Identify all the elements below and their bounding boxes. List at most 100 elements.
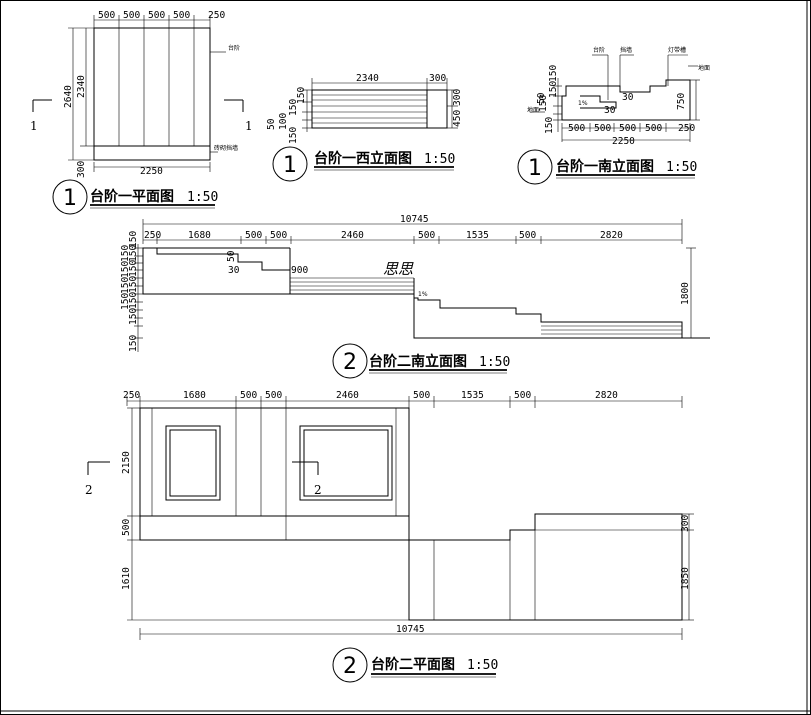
south1-inner-dim: 30 (622, 92, 634, 103)
south1-label-step: 台阶 (593, 46, 605, 54)
south2-right-dim: 1800 (680, 282, 691, 305)
south2-left-dim: 150 (128, 276, 139, 293)
west1-view: 2340 300 150 150 150 100 50 300 450 1 (266, 73, 463, 182)
plan1-left-bottom-dim: 300 (76, 161, 87, 178)
plan1-title-number: 1 (63, 186, 77, 211)
west1-left-dim: 50 (266, 118, 277, 130)
south1-left-dim: 150 (548, 81, 559, 98)
south2-left-dim: 150 (120, 277, 131, 294)
plan2-view: 250 1680 500 500 2460 500 1535 500 2820 … (85, 390, 694, 683)
south1-left-dim: 150 (544, 117, 555, 134)
south2-left-dim: 150 (120, 261, 131, 278)
plan1-left-outer-dim: 2640 (63, 85, 74, 108)
plan2-top-dim: 500 (265, 390, 282, 401)
west1-scale: 1:50 (424, 152, 455, 167)
south2-total-dim: 10745 (400, 214, 429, 225)
west1-right-dim: 300 (452, 89, 463, 106)
plan1-scale: 1:50 (187, 190, 218, 205)
plan2-scale: 1:50 (467, 658, 498, 673)
south1-bottom-dim: 250 (678, 123, 695, 134)
south2-top-dim: 500 (519, 230, 536, 241)
south2-left-dim: 150 (120, 245, 131, 262)
south1-left-dim: 150 (538, 95, 549, 112)
plan2-title-number: 2 (343, 654, 357, 679)
south1-view: 台阶 挡墙 灯带槽 1% 30 30 地面 地面 150 150 150 50 … (517, 46, 710, 185)
south1-title: 台阶一南立面图 (556, 158, 654, 175)
plan2-right-dim: 300 (680, 515, 691, 532)
south1-bottom-dim: 500 (619, 123, 636, 134)
plan2-top-dim: 1680 (183, 390, 206, 401)
plan1-top-dim: 250 (208, 10, 225, 21)
south1-scale: 1:50 (666, 160, 697, 175)
south2-left-dim: 150 (128, 335, 139, 352)
south2-title-number: 2 (343, 350, 357, 375)
west1-title: 台阶一西立面图 (314, 150, 412, 167)
plan2-top-dim: 500 (514, 390, 531, 401)
plan2-top-dim: 250 (123, 390, 140, 401)
plan1-bottom-dim: 2250 (140, 166, 163, 177)
plan1-label-step: 台阶 (228, 44, 240, 52)
south2-slope: 1% (418, 291, 428, 298)
south2-top-dim: 1535 (466, 230, 489, 241)
south2-top-dim: 250 (144, 230, 161, 241)
plan1-top-dim: 500 (173, 10, 190, 21)
south1-label-light: 灯带槽 (668, 46, 686, 54)
south1-label-ground-right: 地面 (698, 64, 710, 72)
south2-view: 10745 250 1680 500 500 2460 500 1535 500… (120, 214, 710, 379)
plan2-title: 台阶二平面图 (371, 656, 455, 673)
west1-top-dim: 2340 (356, 73, 379, 84)
south2-left-dim: 150 (120, 293, 131, 310)
plan2-top-dim: 2820 (595, 390, 618, 401)
west1-right-dim: 450 (452, 110, 463, 127)
plan1-title: 台阶一平面图 (90, 188, 174, 205)
south1-slope: 1% (578, 100, 588, 107)
south2-top-dim: 2460 (341, 230, 364, 241)
south2-scale: 1:50 (479, 355, 510, 370)
plan2-top-dim: 500 (240, 390, 257, 401)
plan2-cut-left: 2 (85, 483, 93, 497)
plan1-cut-left: 1 (30, 119, 38, 133)
south1-bottom-dim: 500 (568, 123, 585, 134)
south2-top-dim: 2820 (600, 230, 623, 241)
south2-top-dim: 500 (270, 230, 287, 241)
south1-label-ground-left: 地面 (527, 106, 539, 114)
west1-left-dim: 150 (288, 99, 299, 116)
plan1-cut-right: 1 (245, 119, 253, 133)
south2-title: 台阶二南立面图 (369, 353, 467, 370)
plan2-top-dim: 1535 (461, 390, 484, 401)
south1-label-wall: 挡墙 (620, 46, 632, 54)
plan2-left-dim: 1610 (121, 567, 132, 590)
plan1-left-inner-dim: 2340 (76, 75, 87, 98)
south2-inner-dim: 30 (228, 265, 240, 276)
south2-left-dim: 150 (128, 260, 139, 277)
south2-top-dim: 1680 (188, 230, 211, 241)
south2-left-dim: 150 (128, 292, 139, 309)
plan2-cut-mid: 2 (314, 483, 322, 497)
south2-top-dim: 500 (245, 230, 262, 241)
south2-top-dim: 500 (418, 230, 435, 241)
south2-inner-dim: 900 (291, 265, 308, 276)
plan2-right-dim: 1850 (680, 567, 691, 590)
plan2-top-dim: 2460 (336, 390, 359, 401)
plan1-top-dim: 500 (148, 10, 165, 21)
plan2-left-dim: 2150 (121, 451, 132, 474)
south2-left-dim: 150 (128, 308, 139, 325)
plan1-top-dim: 500 (98, 10, 115, 21)
plan2-left-dim: 500 (121, 519, 132, 536)
west1-left-dim: 100 (278, 113, 289, 130)
west1-left-dim: 150 (288, 127, 299, 144)
plan2-top-dim: 500 (413, 390, 430, 401)
plan1-label-wall: 砖砌挡墙 (214, 144, 238, 152)
south2-script-text: 思思 (383, 260, 414, 278)
west1-title-number: 1 (283, 153, 297, 178)
west1-top-dim: 300 (429, 73, 446, 84)
south1-left-dim: 50 (536, 92, 547, 104)
plan2-total-dim: 10745 (396, 624, 425, 635)
south1-title-number: 1 (528, 156, 542, 181)
south2-left-dim: 150 (128, 245, 139, 262)
south2-inner-dim: 50 (226, 250, 237, 262)
south1-bottom-dim: 500 (594, 123, 611, 134)
south2-left-dim: 150 (128, 231, 139, 248)
west1-left-dim: 150 (296, 87, 307, 104)
